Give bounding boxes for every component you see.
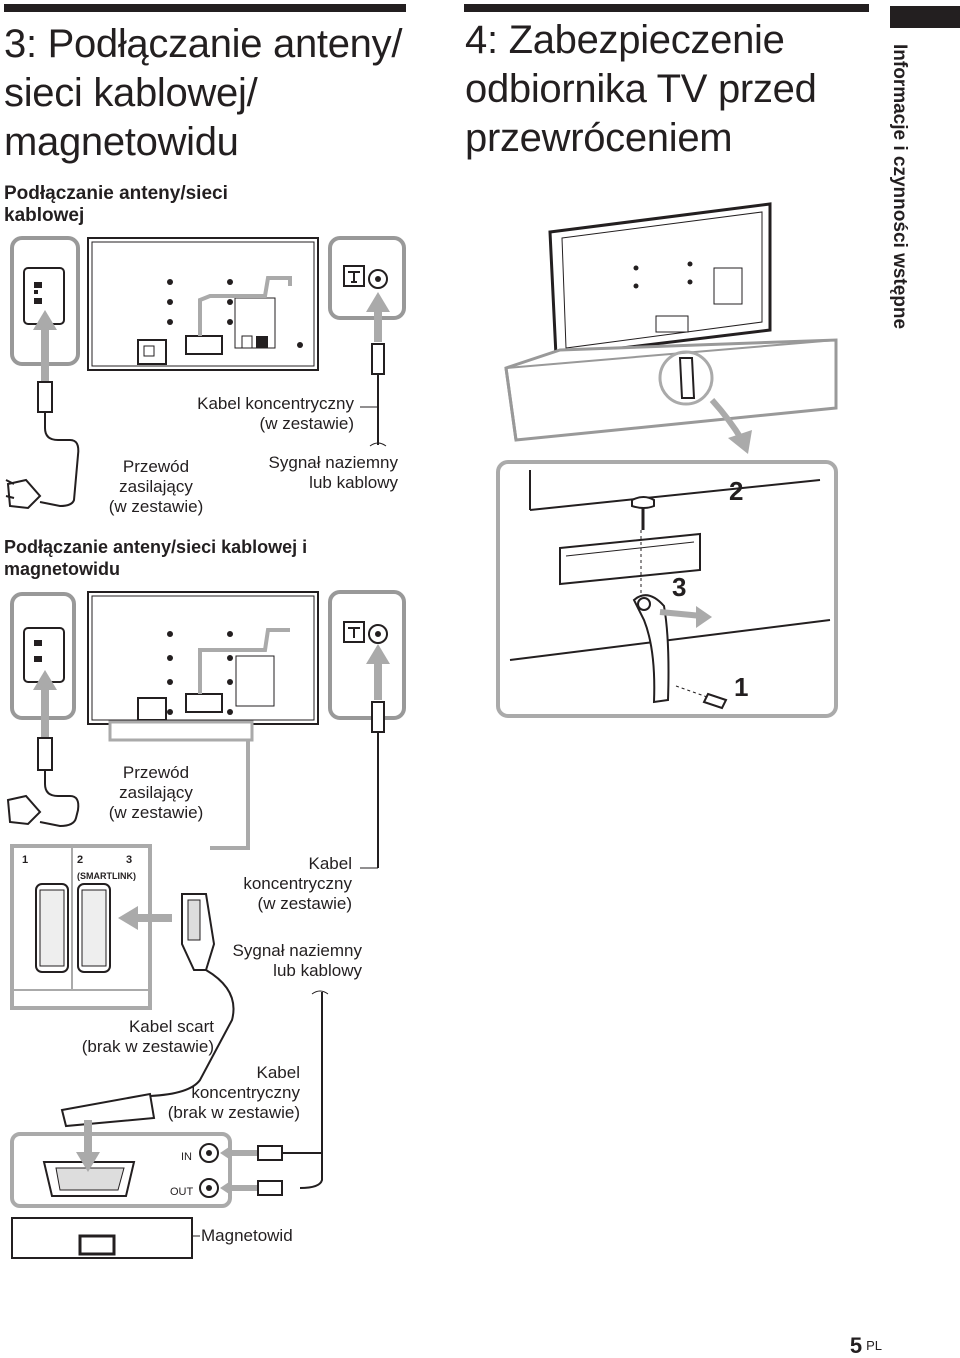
step2-number: 2 (729, 476, 744, 506)
left-top-rule (4, 4, 406, 12)
section4-title: 4: Zabezpieczenie odbiornika TV przed pr… (465, 18, 817, 160)
side-section-label: Informacje i czynności wstępne (889, 44, 910, 330)
fig1-signal-label: Sygnał naziemny lub kablowy (268, 453, 398, 492)
coax2-label: Kabel koncentryczny (brak w zestawie) (167, 1063, 300, 1122)
side-tab-marker (890, 6, 960, 28)
figure2-diagram (6, 590, 406, 1259)
right-top-rule (464, 4, 869, 12)
smartlink-label: (SMARTLINK) (77, 871, 136, 881)
scart-cable-label: Kabel scart (brak w zestawie) (81, 1017, 214, 1056)
vcr-label: Magnetowid (201, 1226, 293, 1245)
screw-icon (631, 496, 655, 509)
fig2-power-label: Przewód zasilający (w zestawie) (108, 763, 204, 822)
fig2-coax-label: Kabel koncentryczny (w zestawie) (243, 854, 352, 913)
plug-icon (37, 381, 53, 413)
section3-title: 3: Podłączanie anteny/ sieci kablowej/ m… (4, 22, 403, 164)
scart-port1-label: 1 (22, 854, 29, 866)
figure1-diagram (5, 236, 406, 510)
tv-stand-diagram (496, 202, 838, 718)
fig2-signal-label: Sygnał naziemny lub kablowy (232, 941, 362, 980)
step1-number: 1 (734, 672, 749, 702)
page-language: PL (866, 1338, 882, 1353)
fig1-power-label: Przewód zasilający (w zestawie) (108, 457, 204, 516)
subtitle-antenna-cable: Podłączanie anteny/sieci kablowej (4, 183, 228, 226)
vcr-in-label: IN (181, 1151, 192, 1163)
vcr-out-label: OUT (170, 1186, 194, 1198)
subtitle-antenna-vcr: Podłączanie anteny/sieci kablowej i magn… (4, 537, 308, 579)
antenna-socket-icon (328, 236, 406, 320)
fig1-coax-label: Kabel koncentryczny (w zestawie) (197, 394, 354, 433)
step3-number: 3 (672, 572, 687, 602)
scart-port2-label: 2 (77, 854, 84, 866)
scart-port3-label: 3 (126, 854, 133, 866)
